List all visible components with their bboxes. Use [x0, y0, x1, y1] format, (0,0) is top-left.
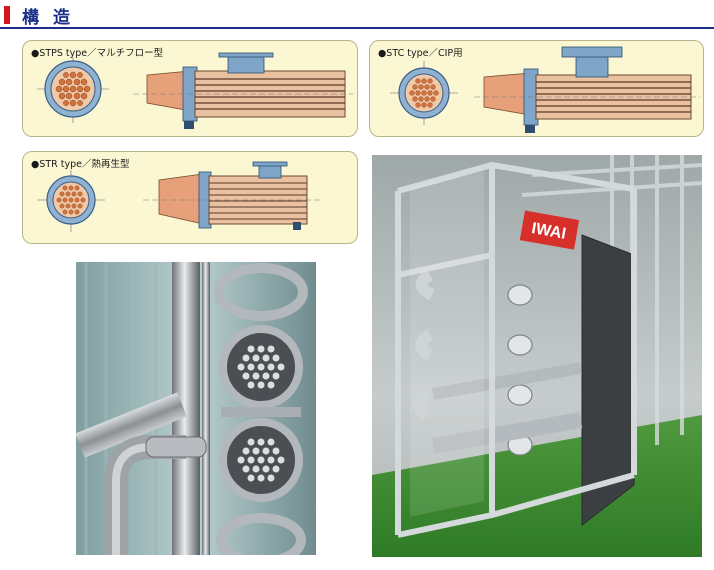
panel-str: ●STR type／熱再生型 — [22, 151, 358, 244]
panel-stc-label: ●STC type／CIP用 — [378, 48, 463, 59]
panel-str-label: ●STR type／熱再生型 — [31, 159, 130, 170]
panel-stps: ●STPS type／マルチフロー型 — [22, 40, 358, 137]
str-diagram — [37, 161, 323, 232]
section-header: 構造 — [0, 0, 714, 34]
plant-unit-illustration: IWAI — [372, 155, 702, 557]
iwai-logo: IWAI — [530, 220, 567, 243]
stc-diagram — [390, 46, 700, 133]
header-rule — [0, 27, 714, 29]
tube-closeup-illustration — [76, 262, 316, 555]
page-title: 構造 — [22, 8, 84, 28]
panel-stps-label: ●STPS type／マルチフロー型 — [31, 48, 164, 59]
stps-diagram — [37, 52, 353, 129]
photo-tube-closeup — [76, 262, 316, 555]
panel-stc: ●STC type／CIP用 — [369, 40, 704, 137]
header-accent-bar — [4, 6, 10, 24]
photo-plant-unit: IWAI — [372, 155, 702, 557]
